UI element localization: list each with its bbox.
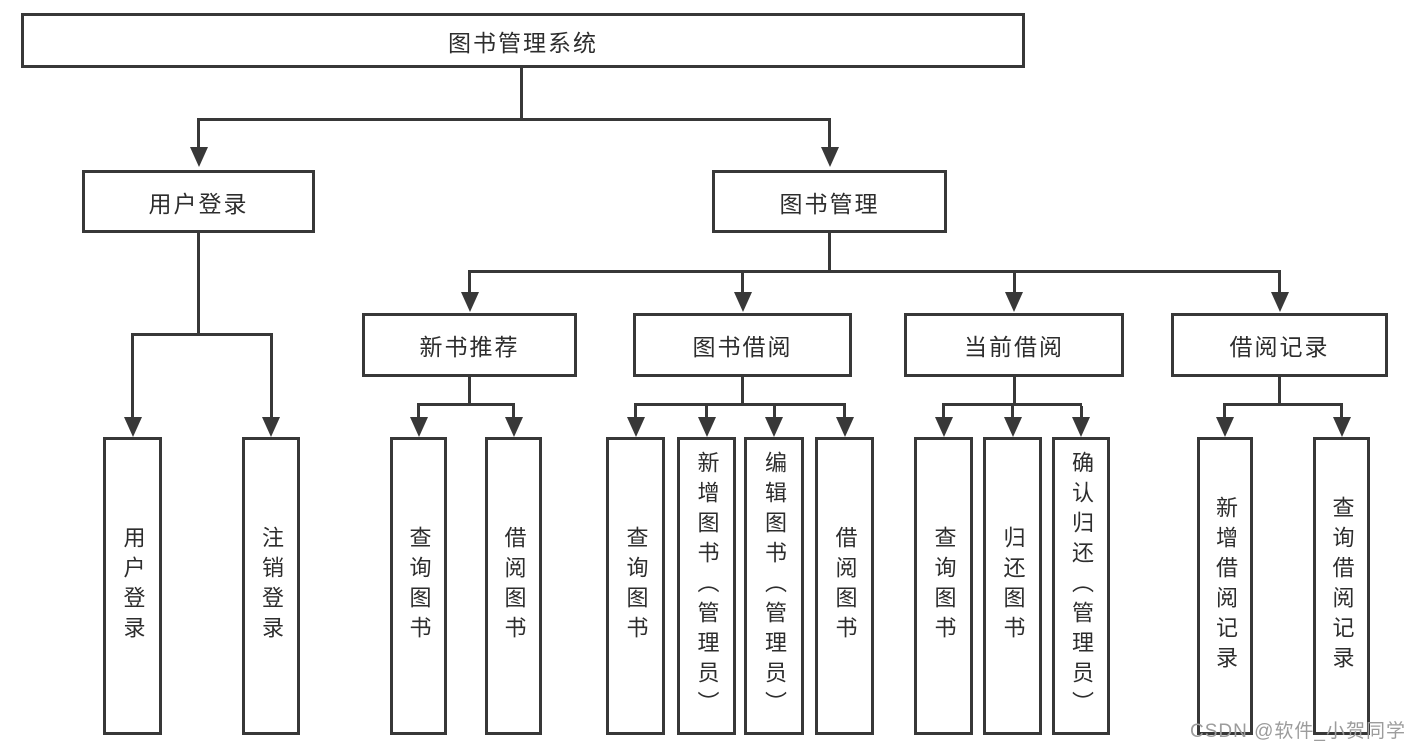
connector-line — [131, 336, 134, 419]
node-user-login: 用户登录 — [82, 170, 315, 233]
connector-line — [1278, 377, 1281, 405]
leaf-query-books-borrowing: 查询图书 — [606, 437, 665, 735]
leaf-label: 新增图书（管理员） — [694, 451, 720, 721]
connector-line — [197, 121, 200, 149]
connector-line — [468, 377, 471, 405]
node-library-management-system: 图书管理系统 — [21, 13, 1025, 68]
connector-line — [1340, 406, 1343, 419]
node-label: 当前借阅 — [964, 334, 1064, 360]
connector-line — [843, 406, 846, 419]
node-new-book-recommendation: 新书推荐 — [362, 313, 577, 377]
connector-line — [520, 68, 523, 118]
node-label: 借阅记录 — [1229, 334, 1330, 360]
arrowhead-down — [410, 417, 428, 437]
leaf-label: 借阅图书 — [832, 526, 858, 646]
arrowhead-down — [1005, 292, 1023, 312]
leaf-label: 查询图书 — [406, 526, 432, 646]
connector-line — [417, 403, 515, 406]
arrowhead-down — [698, 417, 716, 437]
arrowhead-down — [734, 292, 752, 312]
connector-line — [828, 121, 831, 149]
connector-line — [1223, 403, 1343, 406]
connector-line — [634, 403, 846, 406]
leaf-label: 用户登录 — [120, 526, 146, 646]
leaf-add-books-admin: 新增图书（管理员） — [677, 437, 736, 735]
leaf-label: 新增借阅记录 — [1213, 496, 1238, 676]
leaf-edit-books-admin: 编辑图书（管理员） — [744, 437, 804, 735]
connector-line — [1278, 273, 1281, 295]
node-borrowing-records: 借阅记录 — [1171, 313, 1388, 377]
leaf-add-borrow-record: 新增借阅记录 — [1197, 437, 1253, 735]
leaf-label: 查询图书 — [623, 526, 649, 646]
connector-line — [270, 336, 273, 419]
arrowhead-down — [1333, 417, 1351, 437]
connector-line — [468, 273, 471, 295]
node-book-borrowing: 图书借阅 — [633, 313, 852, 377]
arrowhead-down — [190, 147, 208, 167]
leaf-logout: 注销登录 — [242, 437, 300, 735]
arrowhead-down — [1072, 417, 1090, 437]
arrowhead-down — [461, 292, 479, 312]
connector-line — [512, 406, 515, 419]
arrowhead-down — [627, 417, 645, 437]
connector-line — [828, 233, 831, 272]
connector-line — [741, 273, 744, 295]
connector-line — [1080, 406, 1083, 419]
arrowhead-down — [821, 147, 839, 167]
connector-line — [197, 233, 200, 334]
connector-line — [773, 406, 776, 419]
node-label: 图书管理 — [779, 190, 880, 217]
csdn-watermark: CSDN @软件_小贺同学 — [1190, 721, 1405, 742]
connector-line — [468, 270, 1281, 273]
leaf-label: 查询借阅记录 — [1329, 496, 1355, 676]
connector-line — [197, 118, 831, 121]
connector-line — [1011, 406, 1014, 419]
arrowhead-down — [1004, 417, 1022, 437]
leaf-user-login: 用户登录 — [103, 437, 162, 735]
leaf-confirm-return-admin: 确认归还（管理员） — [1052, 437, 1110, 735]
connector-line — [942, 406, 945, 419]
connector-line — [705, 406, 708, 419]
leaf-label: 归还图书 — [1000, 526, 1026, 646]
connector-line — [741, 377, 744, 405]
connector-line — [634, 406, 637, 419]
connector-line — [1013, 377, 1016, 405]
leaf-label: 注销登录 — [259, 526, 284, 646]
leaf-label: 查询图书 — [931, 526, 957, 646]
arrowhead-down — [1271, 292, 1289, 312]
leaf-label: 借阅图书 — [501, 526, 527, 646]
connector-line — [131, 333, 273, 336]
arrowhead-down — [935, 417, 953, 437]
arrowhead-down — [1216, 417, 1234, 437]
leaf-return-books: 归还图书 — [983, 437, 1042, 735]
node-label: 用户登录 — [148, 190, 249, 217]
leaf-query-borrow-record: 查询借阅记录 — [1313, 437, 1370, 735]
connector-line — [417, 406, 420, 419]
leaf-label: 编辑图书（管理员） — [762, 451, 787, 721]
leaf-borrow-books: 借阅图书 — [815, 437, 874, 735]
connector-line — [942, 403, 1082, 406]
connector-line — [1013, 273, 1016, 295]
leaf-query-books-current: 查询图书 — [914, 437, 973, 735]
node-book-management: 图书管理 — [712, 170, 947, 233]
arrowhead-down — [836, 417, 854, 437]
arrowhead-down — [124, 417, 142, 437]
leaf-borrow-books-recommend: 借阅图书 — [485, 437, 542, 735]
leaf-label: 确认归还（管理员） — [1069, 451, 1094, 721]
leaf-query-books-recommend: 查询图书 — [390, 437, 447, 735]
arrowhead-down — [505, 417, 523, 437]
arrowhead-down — [765, 417, 783, 437]
node-label: 新书推荐 — [419, 334, 520, 360]
arrowhead-down — [262, 417, 280, 437]
node-label: 图书借阅 — [692, 334, 793, 360]
connector-line — [1223, 406, 1226, 419]
node-label: 图书管理系统 — [448, 29, 598, 56]
node-current-borrowing: 当前借阅 — [904, 313, 1124, 377]
